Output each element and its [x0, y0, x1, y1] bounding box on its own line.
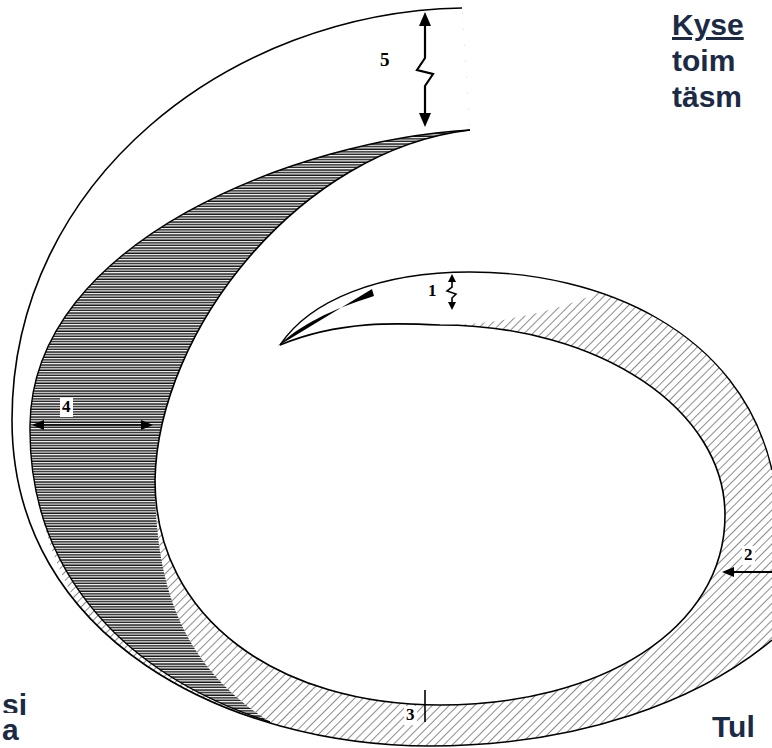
band-edge: [280, 272, 772, 470]
arrow-head: [419, 12, 431, 26]
band-edge: [30, 130, 470, 722]
arrow-head: [448, 302, 456, 310]
width-mark: [424, 690, 426, 722]
arrow-head: [722, 567, 734, 577]
white-band: [12, 8, 470, 700]
callout-number: 5: [378, 50, 392, 71]
text-fragment: Tul: [712, 710, 755, 743]
spiral-start-wedge: [278, 289, 374, 346]
callout-number: 3: [404, 706, 417, 725]
inner-white-band: [280, 272, 600, 345]
width-arrow: [417, 22, 433, 117]
arrow-head: [419, 113, 431, 127]
heading-fragment: täsm: [672, 80, 742, 113]
outer-outline: [12, 8, 772, 746]
width-arrow: [447, 280, 456, 304]
heading-fragment: toim: [672, 44, 735, 77]
callout-number: 1: [426, 282, 439, 301]
arrow-head: [32, 420, 44, 430]
arrow-head: [141, 420, 153, 430]
spiral-band: [12, 8, 772, 746]
callout-number: 4: [60, 398, 73, 417]
width-arrow: [730, 571, 772, 573]
callout-number: 2: [742, 546, 755, 565]
heading-fragment: Kyse: [672, 8, 744, 41]
inner-outline: [155, 130, 725, 705]
arrow-head: [448, 274, 456, 282]
width-arrow: [42, 424, 142, 426]
text-fragment: a: [2, 713, 19, 746]
